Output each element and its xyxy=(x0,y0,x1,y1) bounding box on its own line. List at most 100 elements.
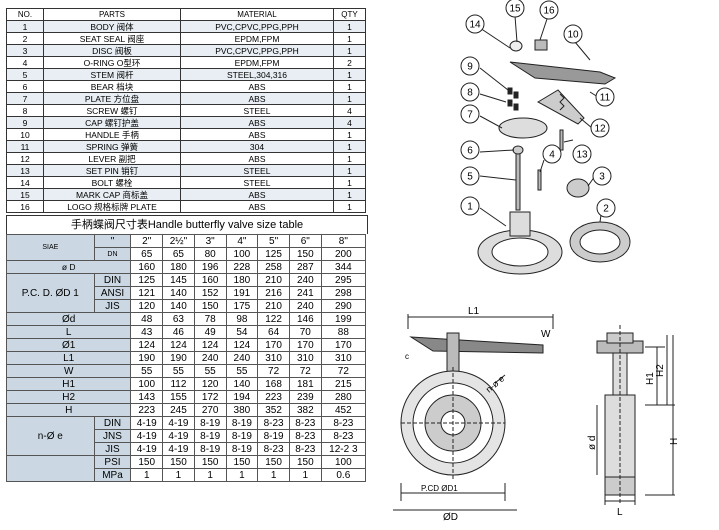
table-cell: 43 xyxy=(130,325,164,339)
table-cell: 270 xyxy=(193,403,227,417)
table-cell: 191 xyxy=(225,286,259,300)
table-cell: P.C. D. ØD 1 xyxy=(6,273,95,313)
table-cell: 140 xyxy=(162,286,195,300)
table-cell: 124 xyxy=(130,338,164,352)
table-cell: 4 xyxy=(333,116,366,129)
table-cell: MARK CAP 商标盖 xyxy=(43,188,181,201)
table-cell: 8" xyxy=(320,234,367,248)
callout-circle xyxy=(505,0,525,18)
table-cell: 210 xyxy=(257,273,290,287)
table-cell: 150 xyxy=(225,455,259,469)
table-cell: 98 xyxy=(225,312,259,326)
callout-circle xyxy=(592,166,612,186)
table-cell: 80 xyxy=(193,247,227,261)
table-cell: 181 xyxy=(288,377,322,391)
table-cell: 1 xyxy=(333,32,366,45)
table-cell: 210 xyxy=(257,299,290,313)
table-cell: 240 xyxy=(288,299,322,313)
table-cell: 4-19 xyxy=(130,416,164,430)
table-cell: Ø1 xyxy=(5,338,132,352)
table-cell: 8-23 xyxy=(320,429,367,443)
table-cell: HANDLE 手柄 xyxy=(43,128,181,141)
table-cell: 100 xyxy=(225,247,259,261)
spring-part xyxy=(559,93,565,111)
table-cell: 8-23 xyxy=(288,429,322,443)
table-cell: 290 xyxy=(320,299,367,313)
callout-number: 5 xyxy=(467,172,473,183)
front-pcd-label: P.CD ØD1 xyxy=(421,484,458,493)
table-cell: 150 xyxy=(257,455,290,469)
table-cell: 1 xyxy=(333,128,366,141)
table-cell: 180 xyxy=(225,273,259,287)
table-cell: 12-2 3 xyxy=(320,442,367,456)
table-cell: 196 xyxy=(193,260,227,274)
callout-circle xyxy=(460,140,480,160)
set-pin-part xyxy=(559,129,564,151)
table-cell: 160 xyxy=(193,273,227,287)
callout-circle xyxy=(460,82,480,102)
table-cell: MPa xyxy=(93,468,132,482)
callout-number: 1 xyxy=(467,202,473,213)
callout-number: 9 xyxy=(467,62,473,73)
table-cell: 298 xyxy=(320,286,367,300)
front-view-diagram: L1 W c n-ø e P.CD ØD1 ØD xyxy=(393,306,554,523)
table-cell: 13 xyxy=(6,164,44,177)
table-cell: 3 xyxy=(6,44,44,57)
callout-circle xyxy=(460,166,480,186)
table-cell: 287 xyxy=(288,260,322,274)
table-cell: 295 xyxy=(320,273,367,287)
table-cell: 65 xyxy=(162,247,195,261)
table-cell: 1 xyxy=(333,188,366,201)
callout-number: 8 xyxy=(467,88,473,99)
table-cell: 124 xyxy=(225,338,259,352)
callout-number: 11 xyxy=(600,93,611,104)
table-cell: EPDM,FPM xyxy=(180,56,334,69)
table-cell: PVC,CPVC,PPG,PPH xyxy=(180,44,334,57)
table-cell: 72 xyxy=(320,364,367,378)
table-cell: 124 xyxy=(162,338,195,352)
table-cell: PLATE 方位盘 xyxy=(43,92,181,105)
parts-header-cell: NO. xyxy=(6,8,44,21)
table-cell: STEEL xyxy=(180,104,334,117)
table-cell: n-Ø e xyxy=(6,416,95,456)
table-cell: 64 xyxy=(257,325,290,339)
table-cell: 4 xyxy=(333,104,366,117)
table-cell: 145 xyxy=(162,273,195,287)
table-cell: 8 xyxy=(6,104,44,117)
table-cell: 150 xyxy=(193,455,227,469)
table-cell: ABS xyxy=(180,188,334,201)
table-cell: 78 xyxy=(193,312,227,326)
table-cell: 150 xyxy=(193,299,227,313)
table-cell: 46 xyxy=(162,325,195,339)
table-cell: DISC 阀板 xyxy=(43,44,181,57)
table-cell: 0.6 xyxy=(320,468,367,482)
table-cell: 200 xyxy=(320,247,367,261)
side-h-label: H xyxy=(669,438,680,445)
table-cell: SIAE xyxy=(6,234,95,261)
table-cell: 120 xyxy=(130,299,164,313)
mark-cap-part xyxy=(534,39,548,51)
table-cell: 240 xyxy=(225,351,259,365)
table-cell: 241 xyxy=(288,286,322,300)
callout-number: 2 xyxy=(603,204,609,215)
table-cell: JIS xyxy=(93,442,132,456)
front-c-label: c xyxy=(405,352,409,361)
table-cell: STEEL xyxy=(180,176,334,189)
table-cell: 223 xyxy=(130,403,164,417)
table-cell: 150 xyxy=(288,247,322,261)
table-cell: 1 xyxy=(130,468,164,482)
table-cell: 152 xyxy=(193,286,227,300)
table-cell: 6 xyxy=(6,80,44,93)
table-cell: 15 xyxy=(6,188,44,201)
table-cell: 8-19 xyxy=(225,416,259,430)
table-cell: Ød xyxy=(5,312,132,326)
table-cell: 10 xyxy=(6,128,44,141)
table-cell: ø D xyxy=(5,260,132,274)
